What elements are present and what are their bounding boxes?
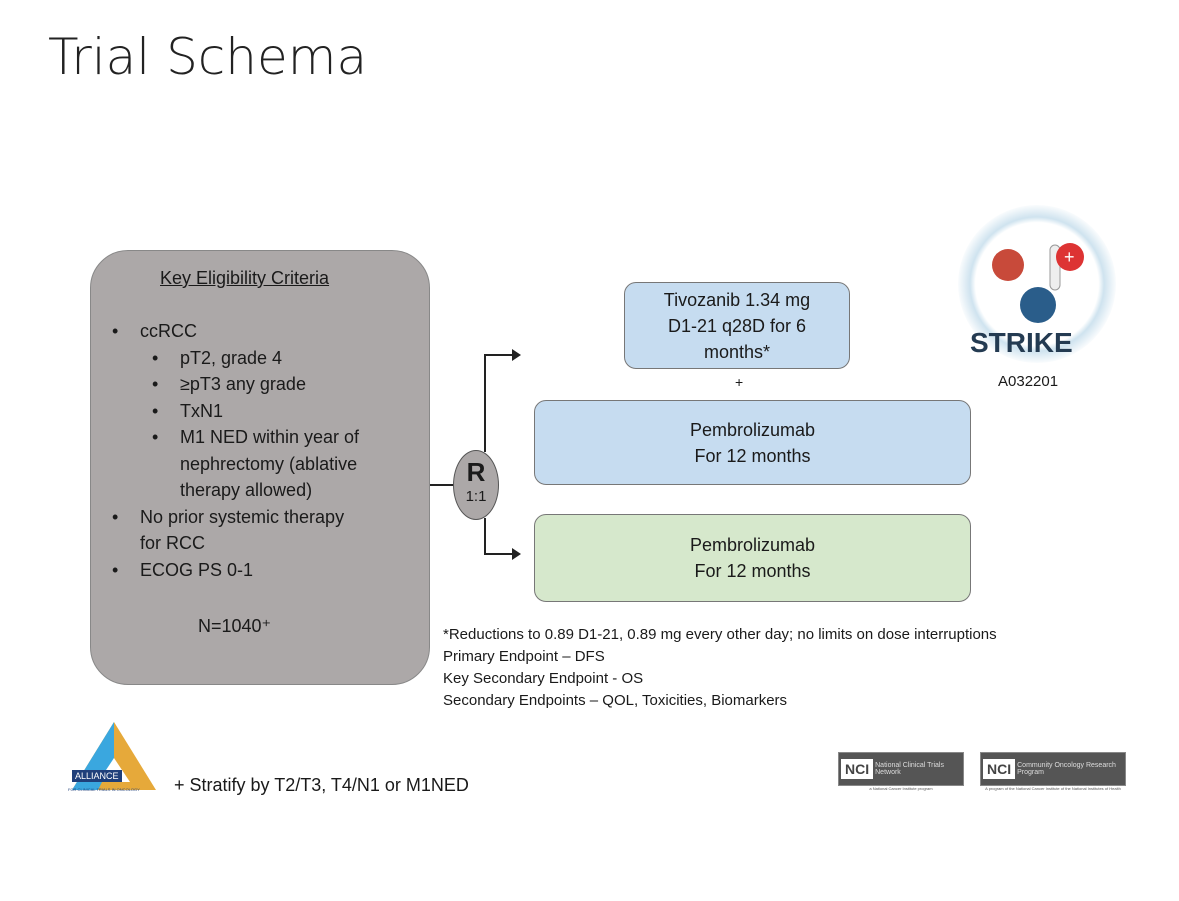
randomization-circle: R 1:1 — [453, 450, 499, 520]
nci-text: Community Oncology Research Program — [1017, 762, 1116, 776]
arrow-down-arm — [484, 553, 514, 555]
tivozanib-arm-box: Tivozanib 1.34 mg D1-21 q28D for 6 months* — [624, 282, 850, 369]
alliance-sub: FOR CLINICAL TRIALS IN ONCOLOGY — [68, 787, 140, 792]
connector — [484, 354, 486, 452]
stratification-note: + Stratify by T2/T3, T4/N1 or M1NED — [174, 775, 469, 795]
arm-text: Pembrolizumab — [689, 535, 816, 555]
bullet: • — [112, 559, 119, 580]
criterion-item: therapy allowed) — [112, 477, 359, 504]
strike-logo-text: STRIKE — [970, 327, 1073, 358]
sample-size: N=1040⁺ — [198, 616, 272, 636]
criterion-item: • M1 NED within year of — [112, 424, 359, 451]
criterion-text: for RCC — [140, 533, 206, 553]
criterion-text: ccRCC — [140, 321, 197, 341]
bullet — [152, 451, 180, 478]
criterion-item: • ≥pT3 any grade — [112, 371, 359, 398]
nci-mark: NCI — [983, 759, 1016, 779]
randomization-label: R — [466, 457, 486, 487]
arm-text: For 12 months — [694, 445, 811, 466]
trial-id: A032201 — [998, 373, 1059, 390]
criterion-text: ≥pT3 any grade — [180, 374, 306, 394]
plus-sign: + — [735, 374, 744, 390]
criterion-text: pT2, grade 4 — [180, 347, 283, 368]
criterion-text: M1 NED within year of — [180, 427, 360, 447]
criterion-item: • pT2, grade 4 — [112, 345, 359, 372]
eligibility-heading: Key Eligibility Criteria — [160, 268, 330, 288]
page-title: Trial Schema — [48, 28, 368, 86]
footnote: *Reductions to 0.89 D1-21, 0.89 mg every… — [443, 626, 997, 643]
svg-text:+: + — [1064, 247, 1075, 267]
criterion-item: • ECOG PS 0-1 — [112, 557, 359, 584]
arrowhead-icon — [512, 548, 521, 560]
criterion-item: nephrectomy (ablative — [112, 451, 359, 478]
criterion-item: for RCC — [112, 530, 359, 557]
bullet — [152, 477, 180, 504]
criterion-text: No prior systemic therapy — [140, 506, 345, 527]
connector — [430, 484, 454, 486]
alliance-logo: ALLIANCE FOR CLINICAL TRIALS IN ONCOLOGY — [68, 720, 160, 798]
arm-text: D1-21 q28D for 6 — [667, 315, 807, 336]
nci-mark: NCI — [841, 759, 874, 779]
nci-sub: a National Cancer Institute program — [869, 786, 933, 791]
strike-logo: + STRIKE — [958, 205, 1116, 363]
randomization-ratio: 1:1 — [465, 488, 487, 505]
bullet: • — [112, 321, 119, 341]
arm-text: Pembrolizumab — [689, 419, 816, 440]
nci-sub: A program of the National Cancer Institu… — [985, 786, 1121, 791]
arrow-up-arm — [484, 354, 514, 356]
bullet: • — [112, 506, 119, 527]
arrowhead-icon — [512, 349, 521, 361]
nci-text: National Clinical Trials Network — [875, 762, 944, 776]
criterion-item: • ccRCC — [112, 318, 359, 345]
alliance-name: ALLIANCE — [72, 770, 122, 782]
bullet — [112, 530, 140, 557]
bowling-pins-icon: + — [992, 243, 1084, 323]
arm-text: Tivozanib 1.34 mg — [663, 289, 811, 310]
footnote: Secondary Endpoints – QOL, Toxicities, B… — [443, 692, 788, 709]
criterion-text: therapy allowed) — [180, 480, 313, 500]
footnotes: *Reductions to 0.89 D1-21, 0.89 mg every… — [443, 624, 997, 712]
arm-text: For 12 months — [694, 561, 811, 581]
connector — [484, 518, 486, 554]
arm-text: months* — [703, 341, 771, 362]
criterion-item: • No prior systemic therapy — [112, 504, 359, 531]
criterion-text: TxN1 — [180, 400, 224, 421]
footnote: Primary Endpoint – DFS — [443, 648, 605, 665]
eligibility-list: •ccRCC•pT2, grade 4•≥pT3 any grade•TxN1•… — [112, 318, 359, 583]
bullet: • — [152, 427, 159, 447]
bullet: • — [152, 400, 159, 421]
bullet: • — [152, 374, 159, 394]
criterion-item: • TxN1 — [112, 398, 359, 425]
footnote: Key Secondary Endpoint - OS — [443, 670, 644, 687]
eligibility-box — [90, 250, 430, 685]
criterion-text: ECOG PS 0-1 — [140, 559, 254, 580]
criterion-text: nephrectomy (ablative — [180, 453, 358, 474]
bullet: • — [152, 347, 159, 368]
